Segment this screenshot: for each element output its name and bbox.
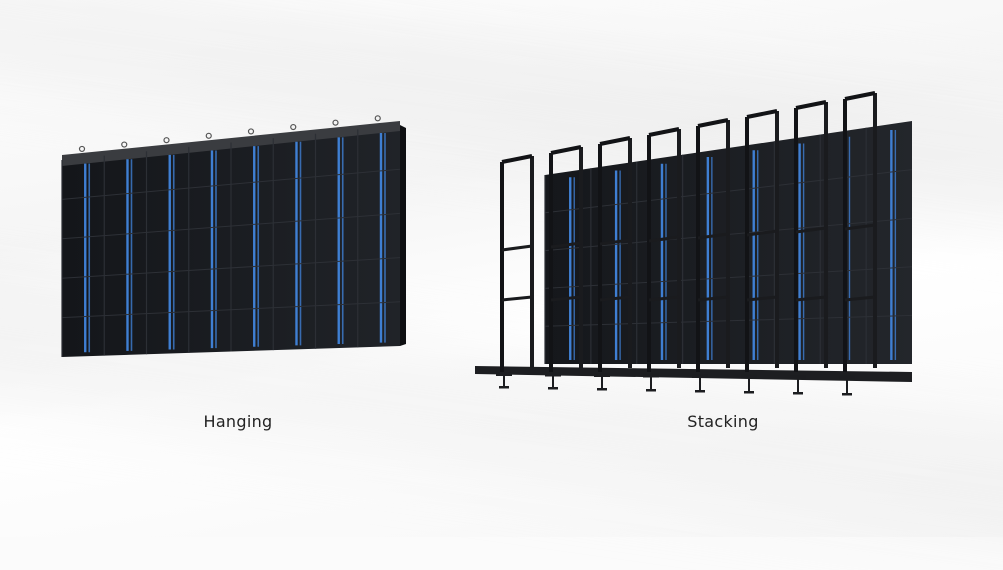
support-frame <box>549 145 583 372</box>
foot-pad <box>842 393 852 396</box>
support-frame <box>647 127 681 372</box>
frame-top <box>648 127 680 137</box>
frame-top <box>746 109 778 119</box>
frame-top <box>844 91 876 101</box>
support-foot <box>496 372 512 376</box>
foot-pad <box>744 391 754 394</box>
foot-pad <box>646 389 656 392</box>
hanging-hook <box>374 115 381 122</box>
frame-brace <box>501 295 533 302</box>
frame-top <box>550 145 582 155</box>
foot-pad <box>597 388 607 391</box>
support-frame <box>500 154 534 372</box>
foot-pad <box>548 387 558 390</box>
support-frame <box>696 118 730 372</box>
frame-brace <box>599 295 631 302</box>
support-frame <box>745 109 779 372</box>
frame-top <box>501 154 533 164</box>
hanging-hook <box>332 119 339 126</box>
frame-brace <box>648 235 680 243</box>
foot-pad <box>499 386 509 389</box>
frame-brace <box>550 295 582 302</box>
support-frame <box>598 136 632 372</box>
hanging-hook <box>247 128 255 135</box>
hanging-hook <box>290 123 297 131</box>
cabinet-row-divider <box>61 301 401 319</box>
frame-brace <box>795 226 827 234</box>
caption-stacking: Stacking <box>687 412 759 431</box>
hanging-led-wall <box>61 115 406 357</box>
support-frame <box>843 91 877 372</box>
frame-brace <box>599 238 631 246</box>
frame-top <box>697 118 729 128</box>
support-foot <box>643 373 659 378</box>
frame-brace <box>795 295 827 302</box>
hanging-hook <box>163 137 170 144</box>
frame-brace <box>746 295 778 302</box>
cabinet-row-divider <box>61 168 401 200</box>
support-foot <box>594 373 610 377</box>
frame-brace <box>648 295 680 302</box>
caption-hanging: Hanging <box>203 412 273 431</box>
support-foot <box>545 372 561 377</box>
frame-brace <box>697 295 729 302</box>
cabinet-row-divider <box>61 212 401 240</box>
frame-brace <box>844 223 876 231</box>
hanging-hook <box>78 145 86 153</box>
frame-brace <box>697 232 729 240</box>
foot-pad <box>695 390 705 393</box>
hanging-hook <box>121 141 128 148</box>
frame-brace <box>550 241 582 249</box>
frame-brace <box>844 295 876 302</box>
wall-side-edge <box>400 125 406 346</box>
cabinet-row-divider <box>61 257 401 279</box>
frame-brace <box>746 229 778 237</box>
stacking-led-wall <box>475 91 913 396</box>
support-frame <box>794 100 828 372</box>
frame-brace <box>501 244 533 252</box>
frame-top <box>795 100 827 110</box>
hanging-hook <box>205 132 212 139</box>
foot-pad <box>793 392 803 395</box>
frame-top <box>599 136 631 146</box>
